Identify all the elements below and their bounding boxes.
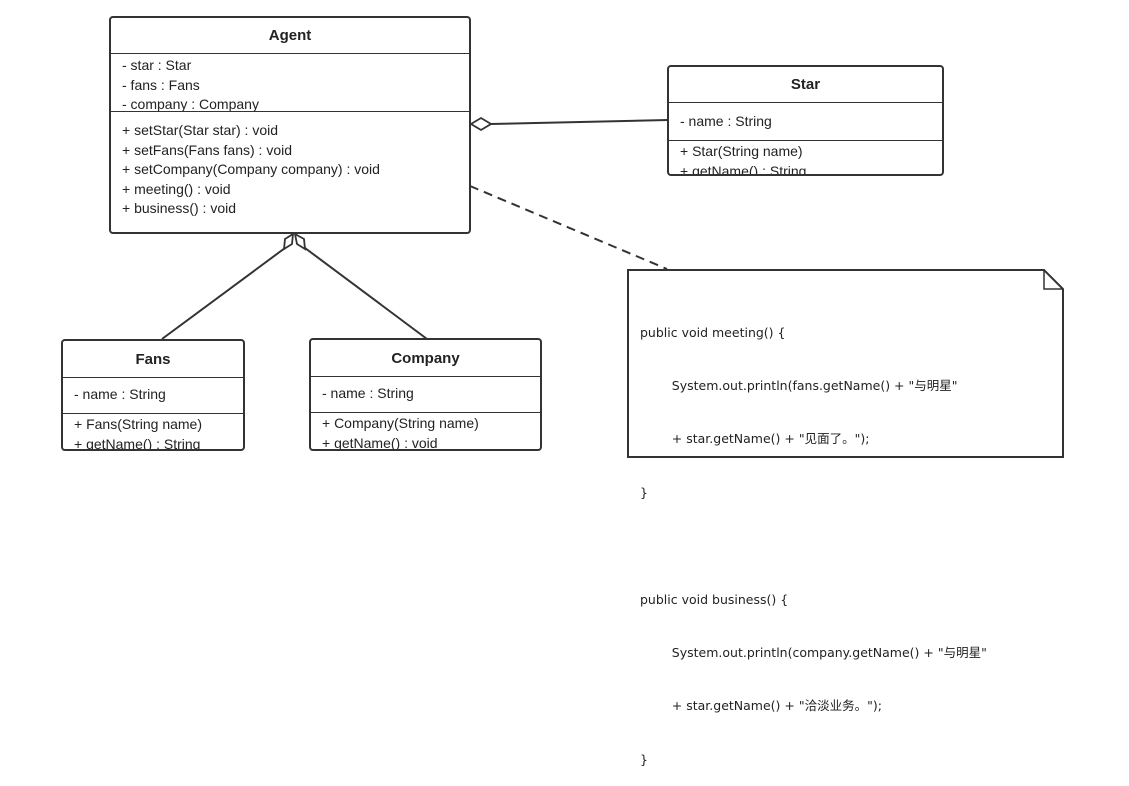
note-fold [1043,270,1063,290]
aggregation-diamond-company [293,232,307,251]
class-fans[interactable]: Fans - name : String + Fans(String name)… [61,339,245,451]
note-line: public void meeting() { [640,324,786,340]
note-line: System.out.println(company.getName() + "… [640,644,987,660]
class-company[interactable]: Company - name : String + Company(String… [309,338,542,451]
note-line: System.out.println(fans.getName() + "与明星… [640,377,958,393]
class-agent-attributes: - star : Star - fans : Fans - company : … [111,54,469,112]
company-method: + Company(String name) [322,415,479,431]
note-line: + star.getName() + "洽淡业务。"); [640,698,882,714]
aggregation-diamond-fans [282,232,295,251]
class-agent-methods: + setStar(Star star) : void + setFans(Fa… [111,112,469,219]
agent-attribute: - star : Star [122,57,192,73]
star-attribute: - name : String [680,113,772,129]
diagram-connectors [161,116,1064,458]
class-agent-name: Agent [111,18,469,54]
fans-method: + getName() : String [74,435,201,451]
note-line: } [640,751,648,767]
class-fans-methods: + Fans(String name) + getName() : String [63,414,243,451]
agent-method: + setStar(Star star) : void [122,122,278,138]
note-line: public void business() { [640,591,789,607]
class-agent[interactable]: Agent - star : Star - fans : Fans - comp… [109,16,471,234]
note-link-dashed [469,185,668,270]
class-fans-name: Fans [63,341,243,378]
class-company-methods: + Company(String name) + getName() : voi… [311,413,540,451]
agent-method: + meeting() : void [122,180,231,197]
note-code: public void meeting() { System.out.print… [640,288,1040,786]
star-method: + getName() : String [680,162,807,176]
note-line: + star.getName() + "见面了。"); [640,431,870,447]
class-star-name: Star [669,67,942,103]
aggregation-diamond-star [469,116,493,132]
class-star-attributes: - name : String [669,103,942,141]
note-line: } [640,484,648,500]
class-company-attributes: - name : String [311,377,540,413]
class-company-name: Company [311,340,540,377]
company-attribute: - name : String [322,385,414,401]
fans-attribute: - name : String [74,386,166,402]
aggregation-fans-agent-line [161,247,286,340]
agent-attribute: - fans : Fans [122,76,200,93]
class-star-methods: + Star(String name) + getName() : String [669,141,942,176]
note-line [640,537,1040,555]
aggregation-star-agent-line [489,119,669,125]
agent-method: + setFans(Fans fans) : void [122,141,293,158]
star-method: + Star(String name) [680,143,803,159]
class-fans-attributes: - name : String [63,378,243,414]
agent-method: + business() : void [122,200,236,216]
agent-attribute: - company : Company [122,96,259,112]
agent-method: + setCompany(Company company) : void [122,161,380,177]
note-box [627,269,1064,458]
fans-method: + Fans(String name) [74,416,202,432]
company-method: + getName() : void [322,434,438,451]
class-star[interactable]: Star - name : String + Star(String name)… [667,65,944,176]
aggregation-company-agent-line [304,247,428,340]
